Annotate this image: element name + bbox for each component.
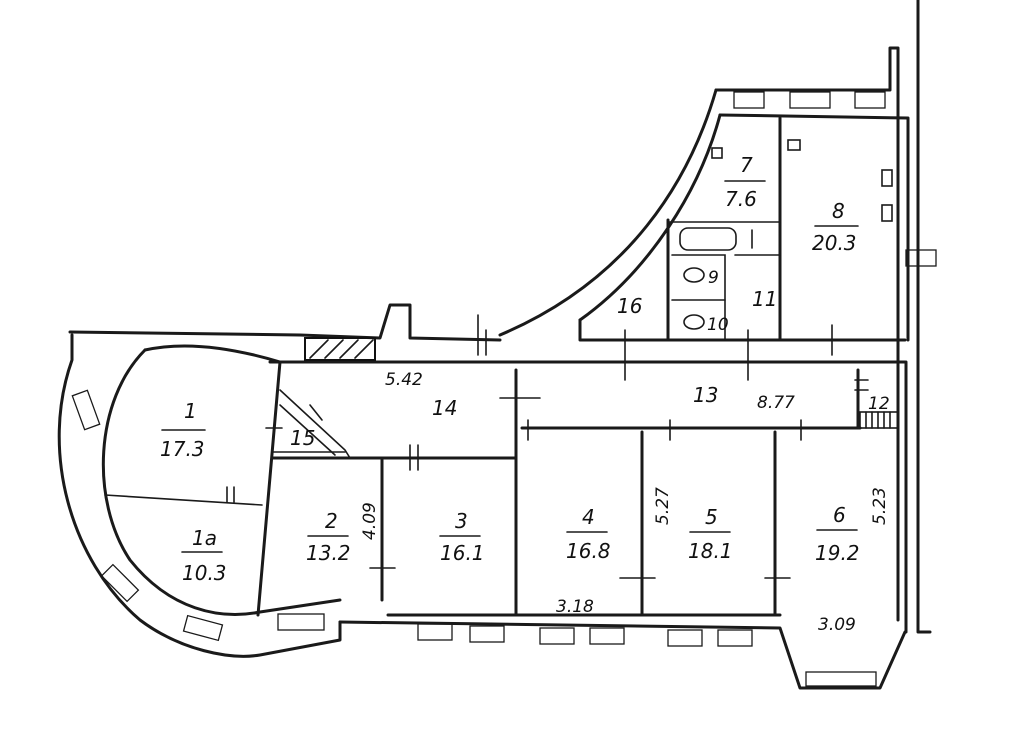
ne-inner-top [718,113,910,342]
window-s-4 [589,627,625,645]
room-area-2: 13.2 [306,541,351,565]
room-number-11: 11 [752,287,777,311]
dimension-room6-width: 3.09 [818,615,856,635]
room-number-15: 15 [290,426,315,450]
window-ne-1 [733,91,765,109]
room-area-8: 20.3 [812,231,857,255]
dimension-room5-height: 5.27 [653,487,673,525]
window-s-3 [539,627,575,645]
window-w-2 [100,563,140,603]
window-ne-3 [854,91,886,109]
room-area-5: 18.1 [688,539,733,563]
room-number-1a: 1a [192,526,217,550]
dimension-room13: 8.77 [757,393,795,413]
window-s-1 [417,623,453,641]
wall-1-2 [256,360,282,617]
room-area-7: 7.6 [725,187,757,211]
stairs-icon [859,411,899,429]
vent-icon-7 [711,147,723,159]
dimension-room6-height: 5.23 [870,487,890,525]
door-14 [854,379,869,391]
room-area-4: 16.8 [566,539,611,563]
dimension-corridor: 5.42 [385,370,423,390]
west-curve-outer [57,333,342,658]
room-number-2: 2 [325,509,338,533]
window-ne-2 [789,91,831,109]
south-wall-outer [338,620,907,690]
room-number-13: 13 [693,383,718,407]
door-10 [477,314,487,356]
room-number-14: 14 [432,396,457,420]
window-bay [805,671,877,687]
room-numbers: 1 1a 2 3 4 5 6 7 8 9 10 11 12 13 14 15 1… [184,153,890,550]
ne-bottom [578,318,907,342]
room-number-6: 6 [833,503,846,527]
dimensions: 5.42 8.77 4.09 5.27 5.23 3.18 3.09 [360,370,890,635]
bathtub-icon [679,227,737,251]
room-number-12: 12 [868,394,890,414]
room-number-1: 1 [184,399,197,423]
wall-15-b [279,404,336,456]
area-dividers [161,180,859,553]
partitions [104,116,862,617]
west-curve-inner [101,348,342,616]
wall-1-1a [104,494,263,506]
room-number-10: 10 [707,315,729,335]
room1-top-arc [143,344,282,364]
door-17 [309,404,323,421]
room-area-3: 16.1 [440,541,485,565]
ne-top-wall [714,46,900,622]
room-number-9: 9 [708,268,719,288]
stove-icon [881,169,893,187]
room-area-6: 19.2 [815,541,860,565]
window-s-6 [717,629,753,647]
outer-walls [57,0,932,690]
room-number-8: 8 [832,199,845,223]
room-number-5: 5 [705,505,718,529]
toilet-icon-10 [683,314,705,330]
window-s-5 [667,629,703,647]
vent-icon-8 [787,139,801,151]
doors [226,229,869,579]
curved-wall-inner [578,113,722,322]
room-number-7: 7 [740,153,753,177]
wall-9-10 [671,254,726,341]
room-number-4: 4 [582,505,595,529]
chimney-hatch-lines [309,339,374,359]
window-e [905,249,937,267]
room-area-1: 17.3 [160,437,205,461]
door-3 [409,444,419,471]
windows [71,91,937,687]
chimney-hatch [304,337,376,361]
curved-wall-outer [498,88,718,337]
door-1 [226,486,235,503]
window-w-1 [71,389,101,431]
wall-15 [279,389,351,459]
room-area-1a: 10.3 [182,561,227,585]
room-number-3: 3 [455,509,468,533]
window-w-4 [277,613,325,631]
window-w-3 [182,614,224,642]
window-s-2 [469,625,505,643]
east-outer [916,0,932,634]
dimension-room4-width: 3.18 [556,597,594,617]
stairs-lines [865,411,891,429]
toilet-icon-9 [683,267,705,283]
north-wall [68,303,502,342]
room-number-16: 16 [617,294,642,318]
sink-icon [881,204,893,222]
fixtures [304,139,899,429]
dimension-room2-height: 4.09 [360,502,380,540]
room-areas: 17.3 10.3 13.2 16.1 16.8 18.1 19.2 7.6 2… [160,187,860,585]
